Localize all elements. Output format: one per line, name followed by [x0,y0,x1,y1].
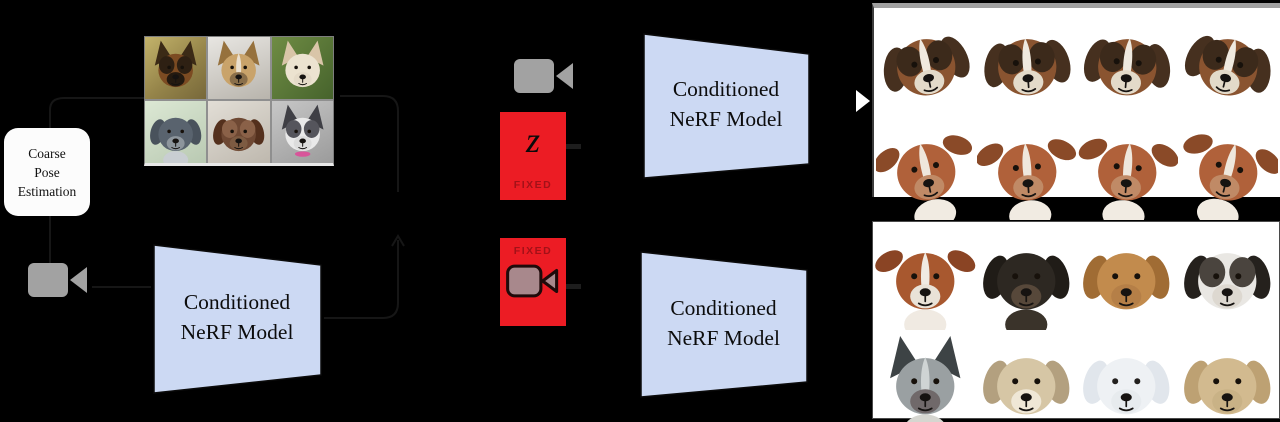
dog-image-golden-labrador [1076,225,1177,330]
results-panel-sampled-identities [872,221,1280,422]
dog-image-saint-bernard-view-4 [1178,11,1279,116]
dog-image-saint-bernard-view-3 [1077,11,1178,116]
dog-image-black-rottweiler-mix [976,225,1077,330]
dog-image-dalmatian-mix [1177,225,1278,330]
dog-image-yellow-labrador [1177,330,1278,422]
coarse-pose-line1: Coarse [28,145,66,161]
dog-image-saint-bernard-view-2 [977,11,1078,116]
nerf-model-line1: Conditioned [672,77,780,101]
dog-image-german-shepherd [145,37,207,99]
connector-stub [566,284,581,289]
latent-z-box: z FIXED [500,112,566,200]
dog-image-boxer-view-4 [1178,116,1278,221]
dog-image-white-bichon [1076,330,1177,422]
coarse-pose-line2: Pose [34,164,60,180]
fixed-label: FIXED [513,245,553,257]
nerf-model-label: Conditioned NeRF Model [642,41,810,167]
camera-icon [512,56,576,96]
dog-image-saint-bernard-view-1 [876,11,977,116]
nerf-model-label: Conditioned NeRF Model [639,259,808,387]
dog-image-papillon [271,101,333,163]
dog-image-gray-pitbull [145,101,207,163]
dog-image-cattle-dog [875,330,976,422]
latent-z-label: z [525,120,540,160]
results-panel-novel-views [872,3,1280,221]
dog-image-boxer-view-1 [876,116,977,221]
nerf-model-line1: Conditioned [670,296,777,320]
coarse-pose-line3: Estimation [17,183,77,199]
dog-image-cream-puppy [976,330,1077,422]
nerf-model-line2: NeRF Model [667,326,780,350]
coarse-pose-estimation-box: Coarse Pose Estimation [4,128,90,216]
dog-image-brindle-dog [208,101,270,163]
connector-stub [566,144,581,149]
nerf-model-line2: NeRF Model [180,320,294,344]
nerf-model-label: Conditioned NeRF Model [152,252,322,382]
fixed-label: FIXED [513,179,553,191]
nerf-model-trapezoid-left [153,244,322,394]
nerf-model-trapezoid-bottom [640,251,808,398]
nerf-model-line1: Conditioned [183,290,291,314]
dog-image-brown-white-pitbull [875,225,976,330]
fixed-camera-box: FIXED [500,238,566,326]
dog-image-tan-white-dog [208,37,270,99]
nerf-model-trapezoid-top [643,33,810,179]
nerf-model-line2: NeRF Model [669,107,783,131]
dog-image-white-chihuahua [271,37,333,99]
camera-icon [26,260,90,300]
arrow-head-icon [856,90,870,112]
dog-image-boxer-view-3 [1077,116,1178,221]
training-images-grid [144,36,334,166]
camera-icon [505,260,561,316]
dog-image-boxer-view-2 [976,116,1078,221]
